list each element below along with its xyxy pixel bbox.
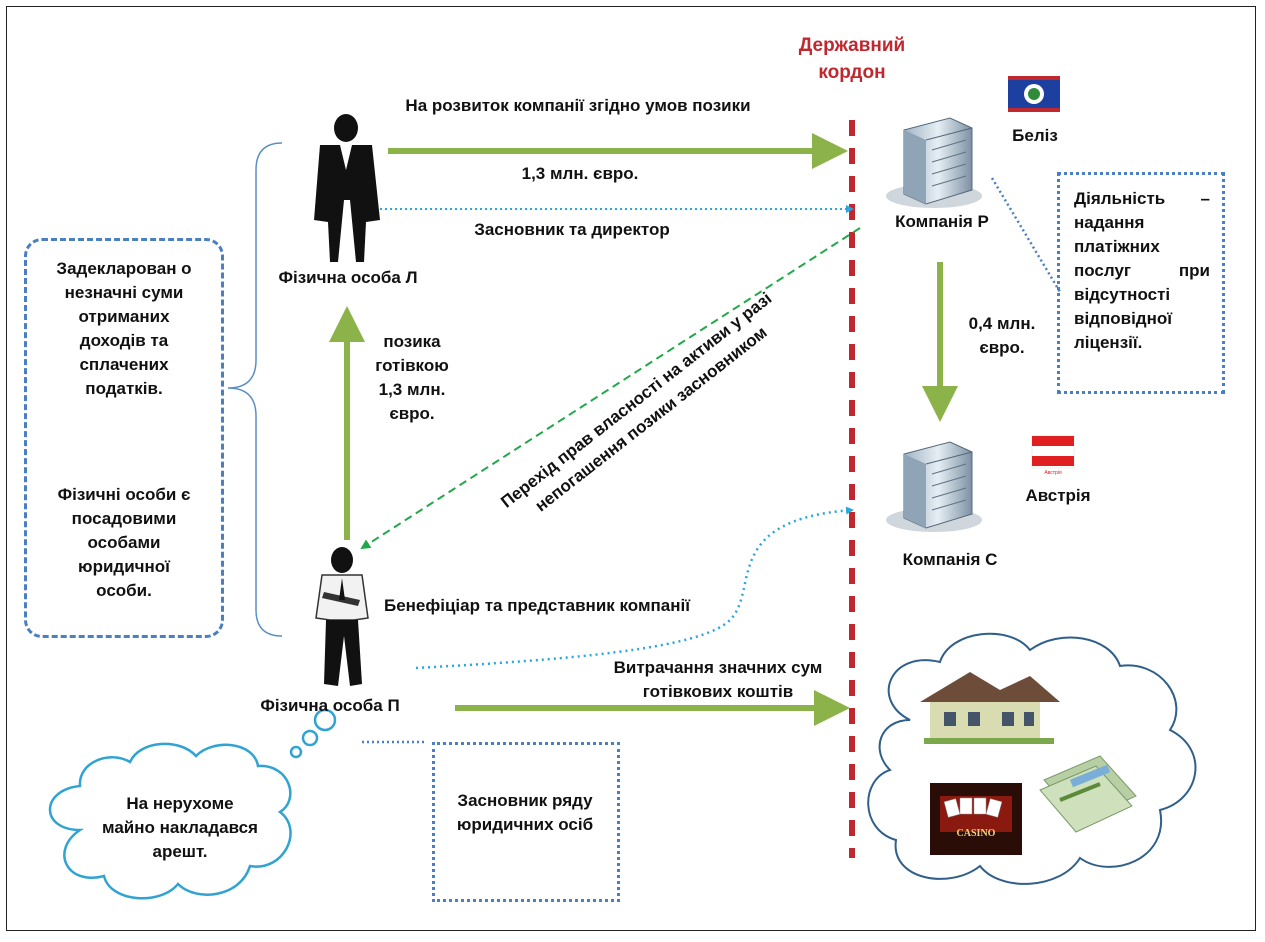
flow-r-to-c-amount: 0,4 млн. євро.: [968, 314, 1036, 357]
person-l-icon: [314, 114, 380, 262]
activity-note-text: Діяльність – надання платіжних послуг пр…: [1074, 189, 1210, 352]
connector-activity: [990, 177, 1062, 293]
founder-note-text: Засновник ряду юридичних осіб: [456, 791, 594, 834]
company-c-building-icon: [886, 441, 982, 532]
left-note-declared: Задекларован о незначні суми отриманих д…: [56, 259, 192, 398]
founder-note-box: Засновник ряду юридичних осіб: [432, 742, 620, 902]
company-c-label: Компанія С: [902, 550, 998, 569]
flow-l-to-r-purpose: На розвиток компанії згідно умов позики: [405, 96, 751, 115]
assets-cloud: [867, 632, 1197, 885]
activity-note-box: Діяльність – надання платіжних послуг пр…: [1057, 172, 1225, 394]
flow-p-role: Бенефіціар та представник компанії: [383, 596, 691, 615]
left-note-officials: Фізичні особи є посадовими особами юриди…: [57, 485, 191, 600]
person-l-label: Фізична особа Л: [278, 268, 418, 287]
arrow-r-to-p: [360, 227, 861, 550]
left-note-box: Задекларован о незначні суми отриманих д…: [24, 238, 224, 638]
left-brace: [227, 142, 283, 637]
diagram-frame: [6, 6, 1256, 931]
casino-sign: CASINO: [957, 828, 996, 839]
person-p-icon: [315, 547, 369, 686]
austria-flag-caption: Австрія: [1044, 470, 1062, 476]
arrest-note-text: На нерухоме майно накладався арешт.: [102, 794, 258, 861]
money-icon: [1039, 755, 1137, 833]
belize-flag-icon: [1008, 76, 1060, 112]
house-icon: [920, 672, 1060, 744]
company-r-country: Беліз: [1012, 126, 1058, 145]
company-c-country: Австрія: [1025, 486, 1091, 505]
casino-icon: CASINO: [930, 783, 1022, 855]
company-r-building-icon: [886, 117, 982, 208]
arrow-p-role-c: [415, 506, 854, 670]
state-border-title: Державний кордон: [798, 35, 906, 83]
flow-l-to-r-amount: 1,3 млн. євро.: [521, 164, 639, 183]
flow-p-to-l-loan: позика готівкою 1,3 млн. євро.: [375, 332, 449, 423]
flow-p-spending: Витрачання значних сум готівкових коштів: [613, 658, 823, 701]
austria-flag-icon: Австрія: [1031, 435, 1075, 476]
arrest-cloud: [48, 708, 337, 900]
flow-l-role: Засновник та директор: [474, 220, 670, 239]
person-p-label: Фізична особа П: [260, 696, 400, 715]
company-r-label: Компанія Р: [895, 212, 989, 231]
